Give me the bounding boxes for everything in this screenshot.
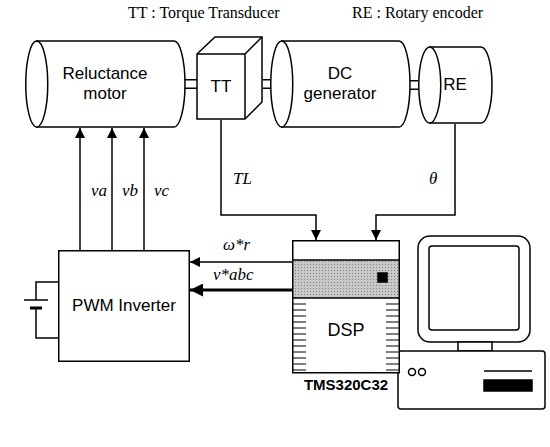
node-label: Reluctance motor [49, 64, 161, 103]
node-label: PWM Inverter [72, 296, 176, 316]
signal-name: va [90, 182, 108, 201]
chip-name: TMS320C32 [272, 376, 420, 393]
shaft-coupling [410, 80, 418, 90]
node-label: DC generator [292, 64, 388, 103]
node-label: TT [211, 77, 232, 97]
shaft-coupling [185, 79, 197, 89]
legend-note: TT : Torque Transducer [128, 4, 280, 22]
generator-cylinder: DC generator [270, 40, 410, 128]
signal-arrow [111, 128, 113, 250]
torque-transducer-box: TT [197, 36, 263, 120]
signal-arrow [143, 128, 145, 250]
signal-arrow [376, 124, 455, 240]
battery-symbol [24, 282, 58, 338]
motor-cylinder: Reluctance motor [25, 40, 185, 128]
inverter-box: PWM Inverter [58, 250, 190, 362]
signal-arrow [221, 120, 316, 240]
signal-arrow [190, 261, 292, 263]
encoder-cylinder: RE [418, 46, 492, 124]
signal-name: ω*r [222, 236, 251, 255]
shaft-body [410, 82, 418, 89]
signal-arrow [79, 128, 81, 250]
signal-name: vc [153, 182, 170, 201]
shaft-body [263, 81, 270, 88]
signal-name: vb [121, 182, 139, 201]
computer-illustration [398, 236, 545, 409]
signal-name: v*abc [212, 266, 255, 285]
node-label: DSP [292, 320, 400, 341]
signal-name: TL [232, 170, 253, 189]
signal-name: θ [428, 170, 438, 189]
signal-arrow [190, 289, 292, 292]
node-label: RE [443, 75, 467, 95]
dsp-board: DSPTMS320C32 [292, 240, 400, 400]
legend-note: RE : Rotary encoder [352, 4, 483, 22]
shaft-body [185, 81, 197, 88]
shaft-coupling [263, 79, 270, 89]
